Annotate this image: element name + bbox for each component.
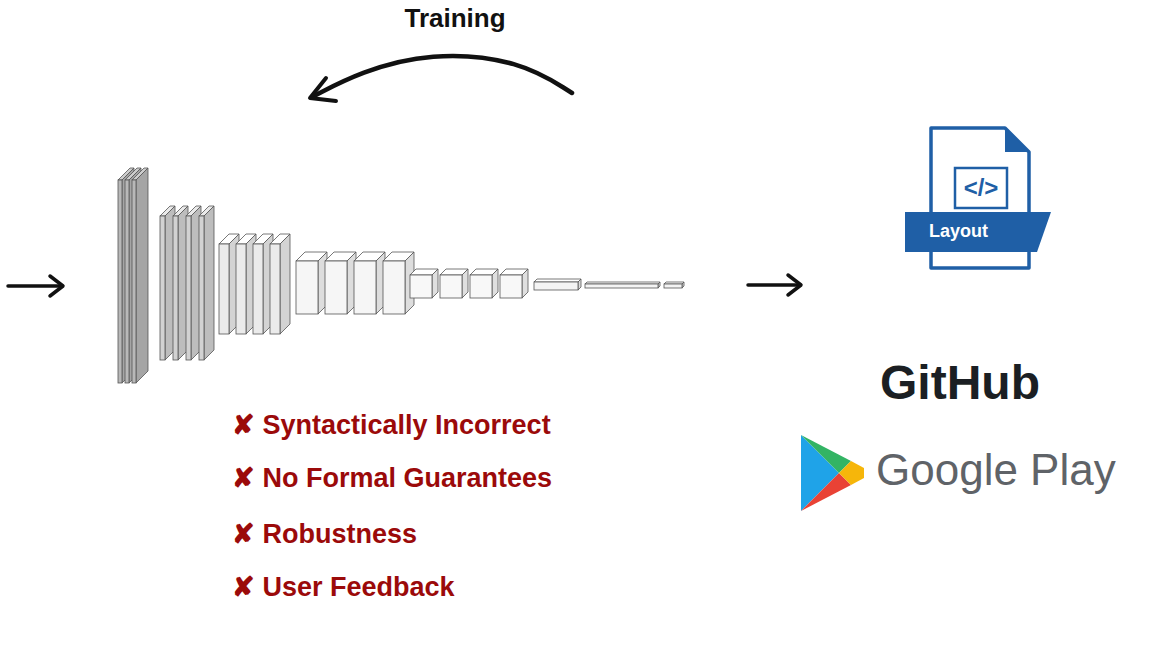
cnn-layer: [470, 269, 498, 298]
cnn-layer: [354, 252, 385, 314]
limitation-item: ✘ Robustness: [232, 520, 417, 550]
cnn-layer: [534, 279, 581, 290]
output-arrow: [748, 275, 801, 295]
github-wordmark: GitHub: [880, 357, 1040, 410]
cnn-layer: [296, 252, 327, 314]
training-arrow: [310, 56, 572, 101]
cnn-illustration: [118, 168, 684, 383]
input-arrow: [8, 276, 63, 296]
cnn-layer: [440, 269, 468, 298]
cnn-layer: [664, 282, 684, 288]
cnn-layer: [383, 252, 414, 314]
limitation-item: ✘ No Formal Guarantees: [232, 464, 552, 494]
title-label: Training: [404, 4, 505, 33]
arrow-stroke: [314, 56, 572, 96]
arrow-head: [310, 78, 336, 101]
file-label: Layout: [929, 222, 988, 242]
google-play-wordmark: Google Play: [876, 446, 1116, 494]
cnn-layer: [410, 269, 438, 298]
code-symbol: </>: [964, 175, 999, 201]
layout-file-icon: </> Layout: [903, 124, 1053, 272]
cnn-layer: [500, 269, 528, 298]
cnn-layer: [270, 234, 290, 334]
google-play-logo: [801, 435, 864, 511]
cnn-layer: [325, 252, 356, 314]
cnn-layer: [199, 206, 214, 360]
limitation-item: ✘ User Feedback: [232, 573, 455, 603]
cnn-layer: [132, 168, 148, 383]
cnn-layer: [585, 282, 660, 288]
limitation-item: ✘ Syntactically Incorrect: [232, 411, 551, 441]
